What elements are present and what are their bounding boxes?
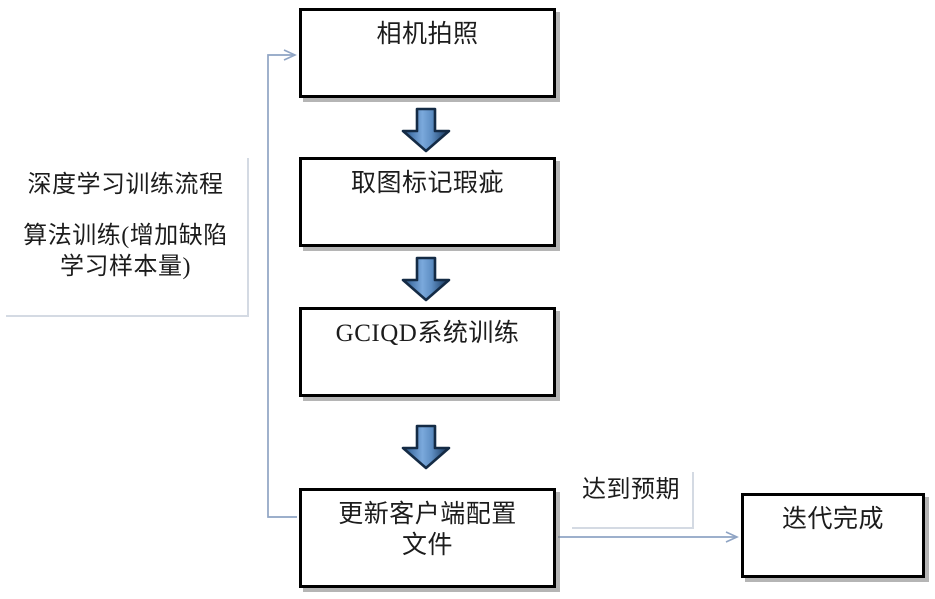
process-label-update-config: 更新客户端配置 文件 [338,501,517,559]
note-line-title: 深度学习训练流程 [27,172,224,198]
note-line-detail: 算法训练(增加缺陷 学习样本量) [23,223,228,281]
feedback-loop-line [267,49,297,518]
process-box-capture[interactable]: 相机拍照 [299,8,556,98]
terminal-label-iteration-complete: 迭代完成 [781,506,884,533]
process-label-train: GCIQD系统训练 [335,320,520,347]
process-box-update-config[interactable]: 更新客户端配置 文件 [299,488,556,588]
process-label-capture: 相机拍照 [376,21,479,48]
process-label-annotate: 取图标记瑕疵 [350,170,504,197]
condition-note-label: 达到预期 [582,477,680,503]
terminal-box-iteration-complete[interactable]: 迭代完成 [741,493,925,578]
training-process-note: 深度学习训练流程 算法训练(增加缺陷 学习样本量) [4,156,247,315]
condition-note-expected: 达到预期 [570,470,692,527]
down-arrow-icon-1 [400,107,452,153]
process-box-annotate[interactable]: 取图标记瑕疵 [299,157,556,247]
down-arrow-icon-3 [400,424,452,470]
down-arrow-icon-2 [400,256,452,302]
process-box-train[interactable]: GCIQD系统训练 [299,307,556,397]
